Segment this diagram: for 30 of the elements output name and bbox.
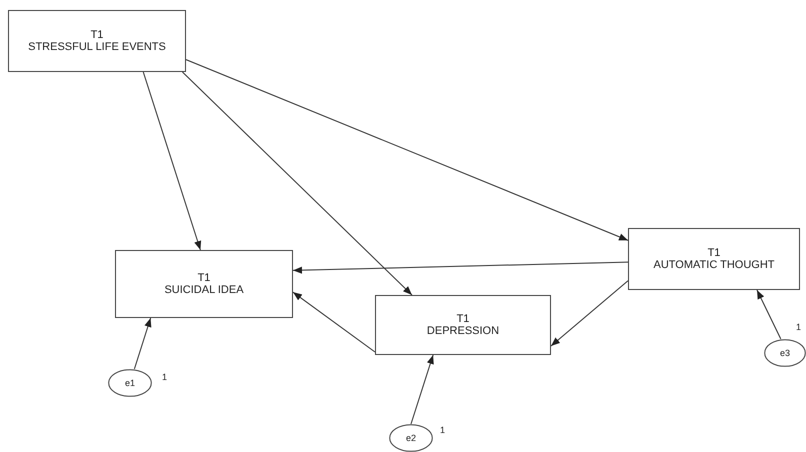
variable-label: e3 [780,348,790,358]
error-ellipse [389,424,433,452]
variable-label: T1 [708,247,720,259]
variable-label: e2 [406,433,416,443]
variable-label: AUTOMATIC THOUGHT [654,259,774,271]
error-ellipse [108,369,152,397]
arrow [292,262,628,274]
variable-label: SUICIDAL IDEA [164,284,244,296]
arrow [410,354,434,424]
arrow [292,292,376,352]
path-weight: 1 [796,322,802,332]
variable-box [115,250,293,318]
variable-label: T1 [198,272,210,284]
variable-box [628,228,800,290]
variable-label: T1 [456,313,470,325]
variable-box [375,295,551,355]
arrow [756,290,782,340]
variable-label: DEPRESSION [426,325,500,337]
arrow [186,59,628,241]
arrow [550,280,628,346]
variable-label: STRESSFUL LIFE EVENTS [28,41,166,53]
arrow [142,72,202,250]
arrow [182,72,412,296]
arrow [134,318,152,370]
variable-label: T1 [90,29,104,41]
variable-label: e1 [124,378,135,388]
path-weight: 1 [440,425,446,435]
path-weight: 1 [162,372,168,382]
variable-box [8,10,186,72]
error-ellipse [764,339,806,367]
